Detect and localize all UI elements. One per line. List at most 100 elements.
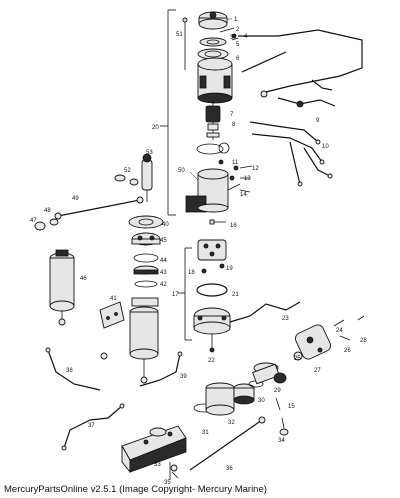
part-40-lower-cylinder: [129, 306, 159, 384]
callout-35: 35: [164, 480, 171, 486]
callout-45: 45: [160, 238, 167, 244]
callout-39: 39: [180, 374, 187, 380]
callout-30: 30: [258, 398, 265, 404]
callout-43: 43: [160, 270, 167, 276]
callout-12: 12: [252, 166, 259, 172]
callout-34: 34: [278, 438, 285, 444]
callout-22: 22: [208, 358, 215, 364]
callout-25: 25: [294, 356, 301, 362]
part-46-trim-cylinder: [49, 249, 75, 326]
wire-harness-lower: [249, 121, 333, 187]
callout-38: 38: [66, 368, 73, 374]
part-47-48-left-nuts: [34, 218, 59, 231]
part-18-19-pins: [201, 263, 225, 274]
part-27-manual-release: [293, 324, 331, 361]
callout-4: 4: [244, 34, 248, 40]
part-1-end-cap: [198, 11, 232, 30]
part-35-fitting: [170, 464, 179, 479]
callout-17: 17: [172, 292, 179, 298]
callout-19: 19: [226, 266, 233, 272]
part-44-disc: [133, 253, 159, 263]
part-24-26-28-small: [333, 315, 365, 341]
reservoir-body: [193, 307, 231, 353]
callout-48: 48: [44, 208, 51, 214]
motor-housing: [197, 57, 233, 104]
part-40-upper-ring: [128, 215, 164, 229]
part-39-hose: [100, 351, 183, 387]
group-bracket-20: [160, 9, 176, 216]
part-42-seal: [134, 280, 158, 288]
callout-24: 24: [336, 328, 343, 334]
part-8-9-small: [206, 132, 230, 154]
part-16-center-bolt: [209, 219, 226, 225]
callout-23: 23: [282, 316, 289, 322]
callout-37: 37: [88, 423, 95, 429]
copyright-footer: MercuryPartsOnline v2.5.1 (Image Copyrig…: [4, 484, 267, 495]
callout-46: 46: [80, 276, 87, 282]
part-33-manifold: [121, 425, 187, 474]
callout-51: 51: [176, 32, 183, 38]
part-51-thru-bolt: [182, 17, 188, 70]
callout-29: 29: [274, 388, 281, 394]
part-36-shaft: [189, 416, 266, 471]
callout-10: 10: [322, 144, 329, 150]
part-43-gear: [133, 265, 159, 275]
part-47-48-small: [114, 174, 139, 186]
callout-11: 11: [232, 160, 239, 166]
part-25-piston-cap: [233, 383, 255, 405]
callout-8: 8: [232, 122, 236, 128]
callout-20: 20: [152, 125, 159, 131]
part-29-cylinder: [252, 362, 287, 385]
callout-9: 9: [316, 118, 320, 124]
callout-15: 15: [288, 404, 295, 410]
group-bracket-17: [178, 247, 192, 341]
callout-28: 28: [360, 338, 367, 344]
part-53-valve: [141, 153, 153, 202]
motor-lower-housing: [185, 165, 241, 213]
part-ring: [196, 143, 224, 165]
callout-42: 42: [160, 282, 167, 288]
callout-3: 3: [230, 35, 234, 41]
part-45-valve-block: [131, 232, 161, 246]
part-21-o-ring: [196, 283, 228, 297]
callout-5: 5: [236, 42, 240, 48]
callout-26: 26: [344, 348, 351, 354]
callout-47: 47: [30, 218, 37, 224]
wire-harness-upper: [238, 29, 363, 108]
callout-2: 2: [236, 27, 240, 33]
callout-32: 32: [228, 420, 235, 426]
callout-1: 1: [234, 17, 238, 23]
callout-40: 40: [162, 222, 169, 228]
callout-7: 7: [230, 112, 234, 118]
callout-36: 36: [226, 466, 233, 472]
part-32-piston: [205, 382, 235, 416]
part-23-hose: [229, 301, 301, 323]
part-38-hose: [45, 347, 101, 391]
callout-27: 27: [314, 368, 321, 374]
part-5-washer: [199, 37, 227, 47]
callout-21: 21: [232, 292, 239, 298]
part-49-push-rod: [54, 196, 144, 220]
part-41-bracket: [99, 297, 159, 329]
callout-33: 33: [154, 462, 161, 468]
callout-52: 52: [124, 168, 131, 174]
callout-31: 31: [202, 430, 209, 436]
part-6-brush-plate: [197, 48, 229, 60]
callout-53: 53: [146, 150, 153, 156]
callout-18: 18: [188, 270, 195, 276]
callout-6: 6: [236, 56, 240, 62]
pump-body: [197, 239, 227, 261]
callout-41: 41: [110, 296, 117, 302]
leader-50: [189, 171, 199, 181]
callout-labels: 1 2 3 4 5 6 7 8 9 10 11 12 13 14 15 16 1…: [30, 17, 367, 486]
callout-16: 16: [230, 223, 237, 229]
part-12-13-14-bolts: [239, 165, 253, 193]
callout-44: 44: [160, 258, 167, 264]
part-15-16-34-bolts: [169, 397, 289, 480]
part-37-hose: [61, 403, 125, 451]
callout-50: 50: [178, 168, 185, 174]
part-2-3-4-small-fasteners: [219, 27, 239, 41]
callout-14: 14: [240, 192, 247, 198]
callout-13: 13: [244, 176, 251, 182]
